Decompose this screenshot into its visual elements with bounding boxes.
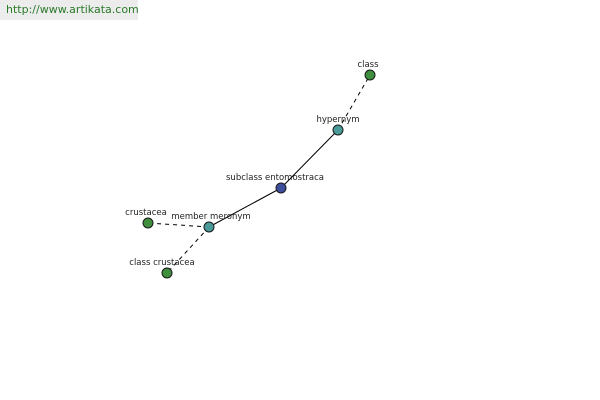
- node-dot-subclass[interactable]: [275, 182, 287, 194]
- node-class-crustacea[interactable]: class crustacea: [129, 258, 195, 279]
- node-label-member-meronym: member meronym: [171, 212, 250, 222]
- node-label-crustacea: crustacea: [125, 208, 167, 218]
- edge-subclass-to-member-meronym: [208, 187, 282, 228]
- url-banner[interactable]: http://www.artikata.com: [0, 0, 139, 20]
- node-dot-member-meronym[interactable]: [203, 221, 215, 233]
- node-dot-hypernym[interactable]: [332, 124, 344, 136]
- node-label-subclass: subclass entomostraca: [226, 173, 324, 183]
- node-member-meronym[interactable]: member meronym: [171, 212, 251, 233]
- node-label-class-crustacea: class crustacea: [129, 258, 194, 268]
- node-label-class: class: [357, 60, 379, 70]
- node-dot-class-crustacea[interactable]: [161, 267, 173, 279]
- edge-member-meronym-to-crustacea: [147, 222, 210, 228]
- edge-hypernym-to-class: [337, 74, 371, 131]
- node-hypernym[interactable]: hypernym: [316, 115, 360, 136]
- edge-member-meronym-to-class-crustacea: [166, 226, 210, 274]
- node-class[interactable]: class: [357, 60, 379, 81]
- node-dot-crustacea[interactable]: [142, 217, 154, 229]
- edge-subclass-to-hypernym: [280, 129, 339, 189]
- node-dot-class[interactable]: [364, 69, 376, 81]
- node-crustacea[interactable]: crustacea: [125, 208, 167, 229]
- nodes-layer: subclass entomostraca hypernym class member…: [125, 60, 379, 279]
- edges-layer: [147, 74, 371, 274]
- node-label-hypernym: hypernym: [316, 115, 359, 125]
- node-subclass[interactable]: subclass entomostraca: [226, 173, 324, 194]
